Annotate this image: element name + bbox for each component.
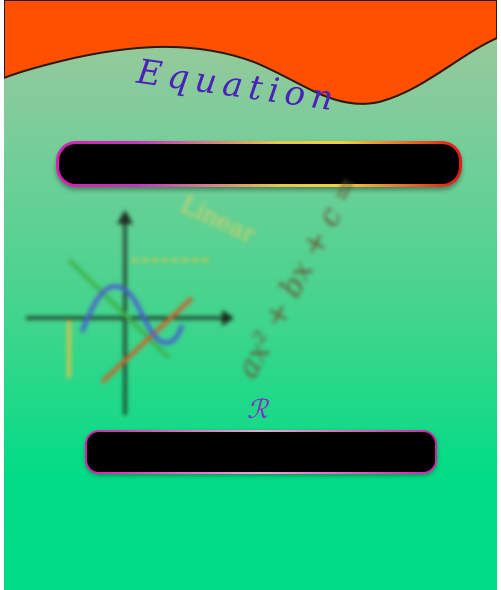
title-text: Equation [133, 52, 341, 120]
graph-axes-icon [26, 210, 234, 415]
app-screen: Equation Linear ax² + bx + c = 0 ℛ [4, 0, 497, 590]
header-wave [4, 0, 497, 105]
graph-illustration: Linear ax² + bx + c = 0 [26, 180, 379, 415]
linear-label: Linear [176, 190, 260, 249]
real-numbers-symbol: ℛ [247, 395, 268, 425]
equation-display-bar[interactable] [56, 141, 462, 187]
result-display-inner [87, 432, 435, 472]
quadratic-formula: ax² + bx + c = 0 [230, 180, 379, 384]
result-display-bar[interactable] [85, 430, 437, 474]
page-title: Equation [133, 52, 341, 120]
equation-display-inner [59, 144, 459, 184]
